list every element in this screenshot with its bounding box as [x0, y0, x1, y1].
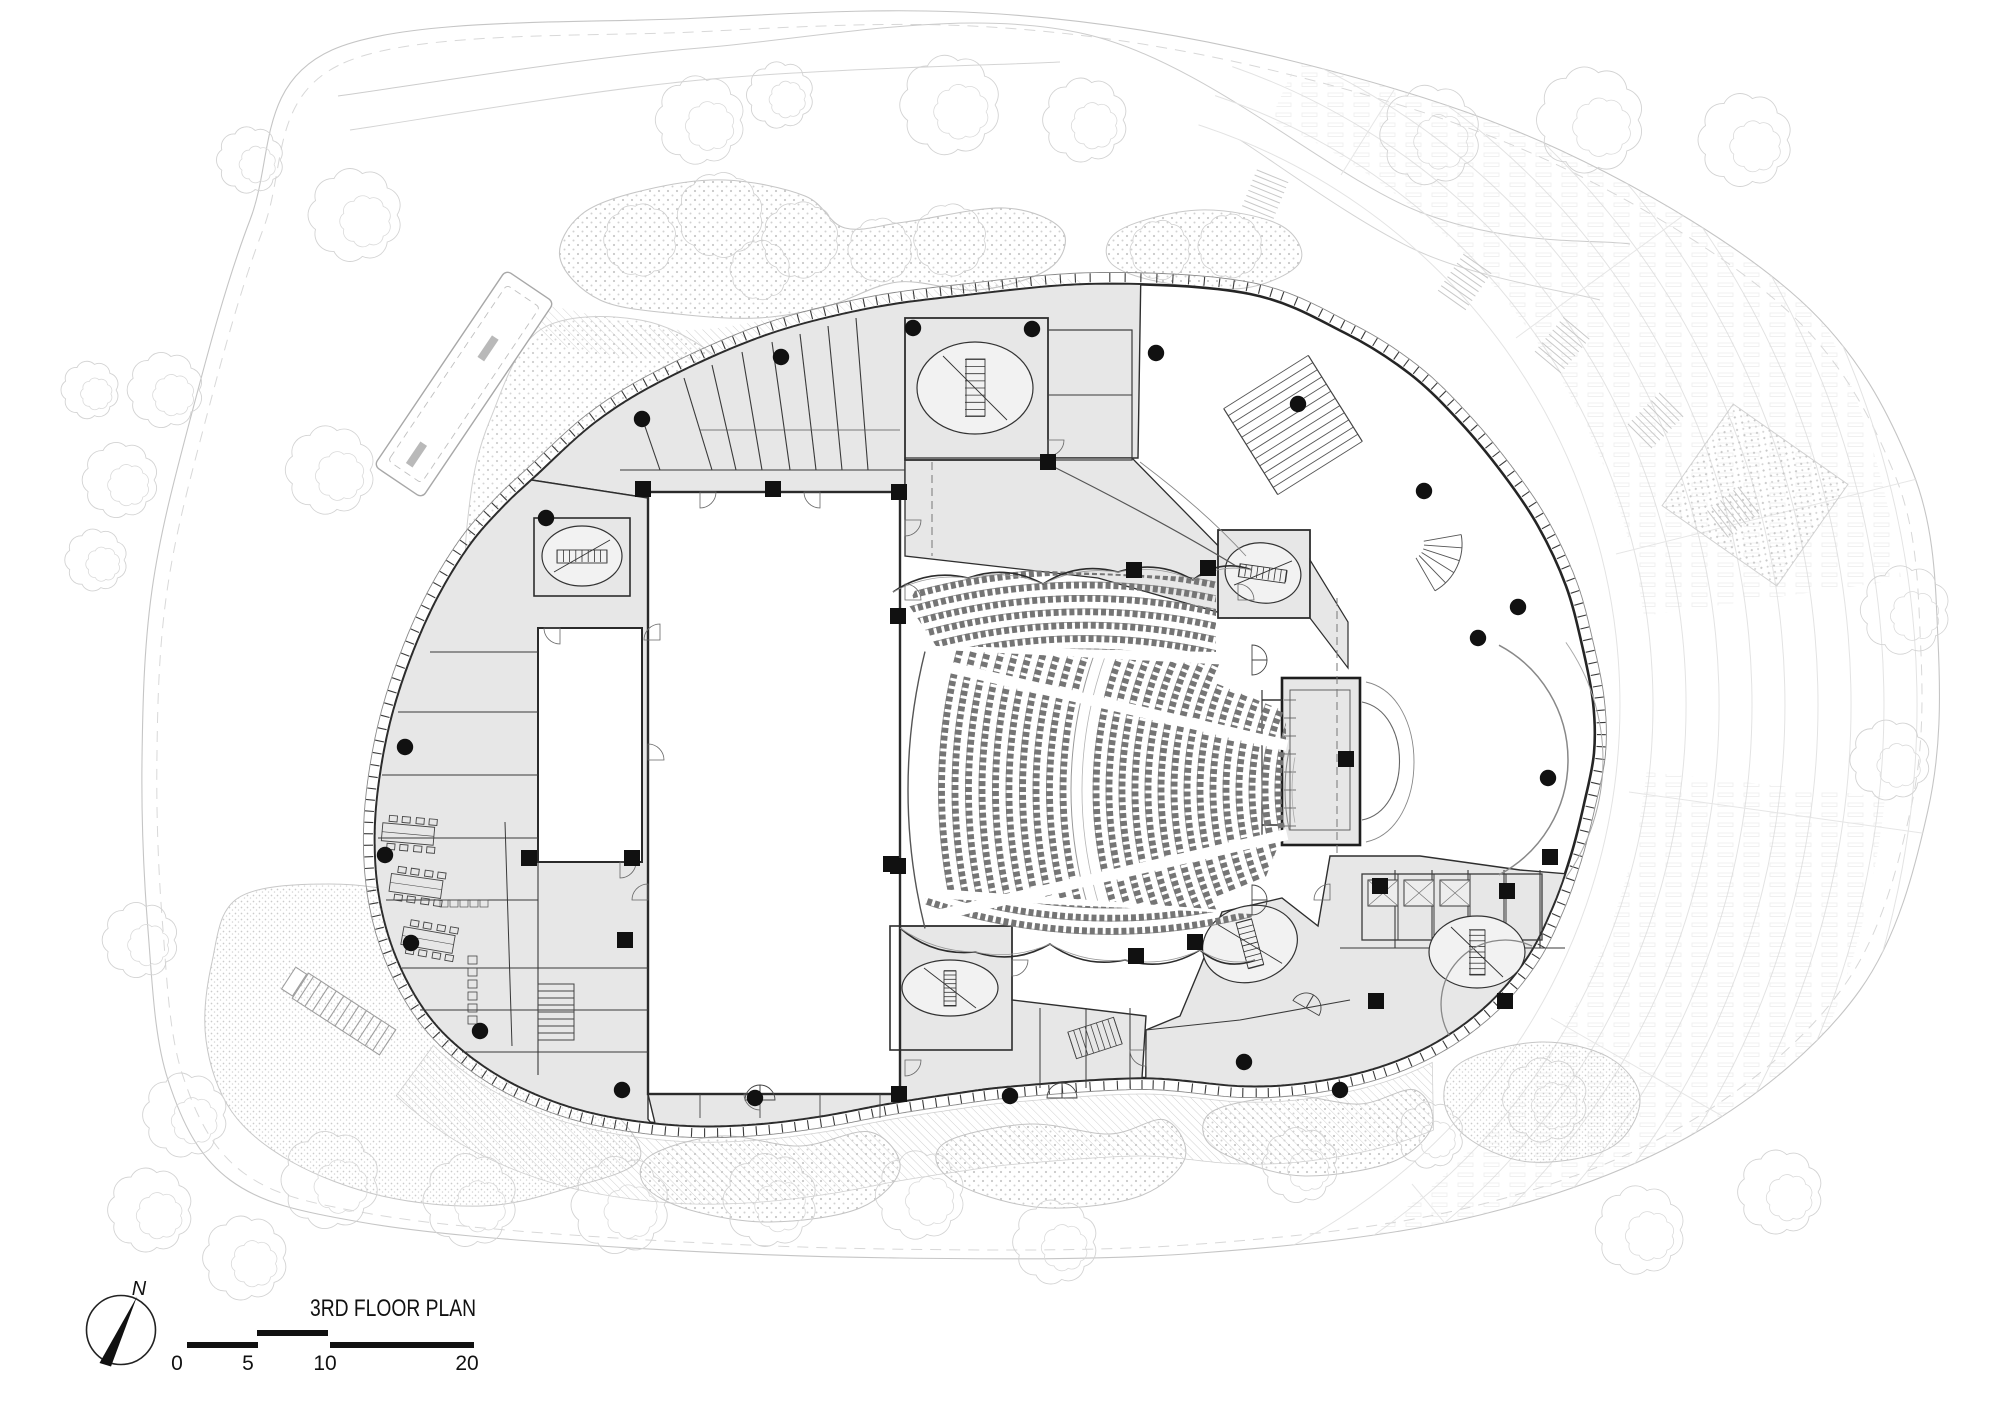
svg-text:3RD FLOOR PLAN: 3RD FLOOR PLAN	[310, 1295, 476, 1322]
svg-text:20: 20	[455, 1352, 478, 1375]
svg-text:5: 5	[242, 1352, 254, 1375]
svg-text:N: N	[132, 1278, 147, 1300]
svg-text:10: 10	[313, 1352, 336, 1375]
svg-text:0: 0	[171, 1352, 183, 1375]
